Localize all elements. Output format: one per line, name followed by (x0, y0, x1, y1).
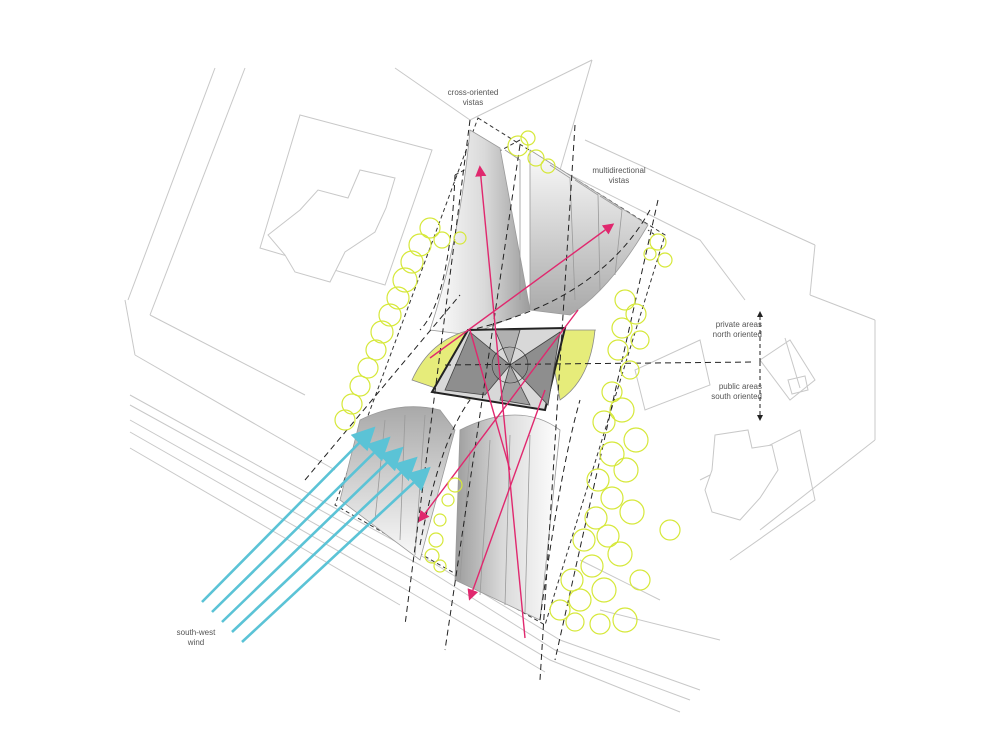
tree-canopy (572, 528, 596, 552)
tree-canopy (365, 339, 387, 361)
private-areas-label: private areas north oriented (712, 320, 762, 339)
tree-canopy (607, 541, 633, 567)
tree-canopy (584, 506, 608, 530)
tree-canopy (527, 149, 545, 167)
tree-canopy (392, 267, 418, 293)
tree-canopy (619, 499, 645, 525)
south-west-wind-label: south-west wind (176, 628, 216, 647)
tree-canopy (612, 607, 638, 633)
tree-canopy (433, 513, 447, 527)
multidirectional-vistas-label: multidirectional vistas (592, 166, 646, 185)
tree-canopy (580, 554, 604, 578)
tree-canopies (334, 130, 681, 635)
tree-canopy (600, 486, 624, 510)
central-pavilion (430, 326, 567, 412)
tree-canopy (357, 357, 379, 379)
tree-canopy (643, 247, 657, 261)
tree-canopy (520, 130, 536, 146)
tree-canopy (349, 375, 371, 397)
wind-arrow-icon (211, 436, 391, 613)
tree-canopy (400, 250, 424, 274)
tree-canopy (599, 441, 625, 467)
wind-arrow-icon (221, 446, 404, 623)
tree-canopy (586, 468, 610, 492)
vista-arrow-icon (418, 309, 579, 523)
tree-canopy (428, 532, 444, 548)
tree-canopy (565, 612, 585, 632)
cross-oriented-vistas-label: cross-oriented vistas (447, 88, 499, 107)
wind-arrows (201, 426, 431, 643)
dashed-axes (304, 119, 756, 681)
tree-canopy (370, 320, 394, 344)
context-lines (124, 59, 876, 713)
tree-canopy (601, 381, 623, 403)
tree-canopy (568, 588, 592, 612)
tree-canopy (625, 303, 647, 325)
tree-canopy (341, 393, 363, 415)
tree-canopy (630, 330, 650, 350)
tree-canopy (609, 397, 635, 423)
public-areas-label: public areas south oriented (711, 382, 762, 401)
wind-arrow-icon (201, 426, 376, 603)
tree-canopy (419, 217, 441, 239)
tree-canopy (657, 252, 673, 268)
tree-canopy (507, 135, 529, 157)
tree-canopy (424, 548, 440, 564)
tree-canopy (596, 524, 620, 548)
tree-canopy (408, 233, 432, 257)
vista-arrows (418, 165, 615, 639)
wind-arrow-icon (231, 456, 418, 633)
tree-canopy (433, 231, 451, 249)
tree-canopy (611, 317, 633, 339)
tree-canopy (560, 568, 584, 592)
tree-canopy (623, 427, 649, 453)
tree-canopy (591, 577, 617, 603)
tree-canopy (589, 613, 611, 635)
tree-canopy (441, 493, 455, 507)
wind-arrow-icon (241, 466, 431, 643)
tree-canopy (447, 477, 463, 493)
tree-canopy (613, 457, 639, 483)
tree-canopy (386, 286, 410, 310)
tree-canopy (334, 409, 356, 431)
roof-vaults (339, 129, 649, 621)
tree-canopy (540, 158, 556, 174)
tree-canopy (549, 599, 571, 621)
tree-canopy (453, 231, 467, 245)
vista-arrow-icon (429, 223, 615, 359)
vista-arrow-icon (467, 389, 546, 601)
tree-canopy (592, 410, 616, 434)
tree-canopy (629, 569, 651, 591)
tree-canopy (659, 519, 681, 541)
tree-canopy (614, 289, 636, 311)
tree-canopy (433, 559, 447, 573)
tree-canopy (378, 303, 402, 327)
tree-canopy (607, 339, 629, 361)
tree-canopy (620, 360, 640, 380)
tree-canopy (649, 233, 667, 251)
vista-arrow-icon (475, 165, 526, 639)
